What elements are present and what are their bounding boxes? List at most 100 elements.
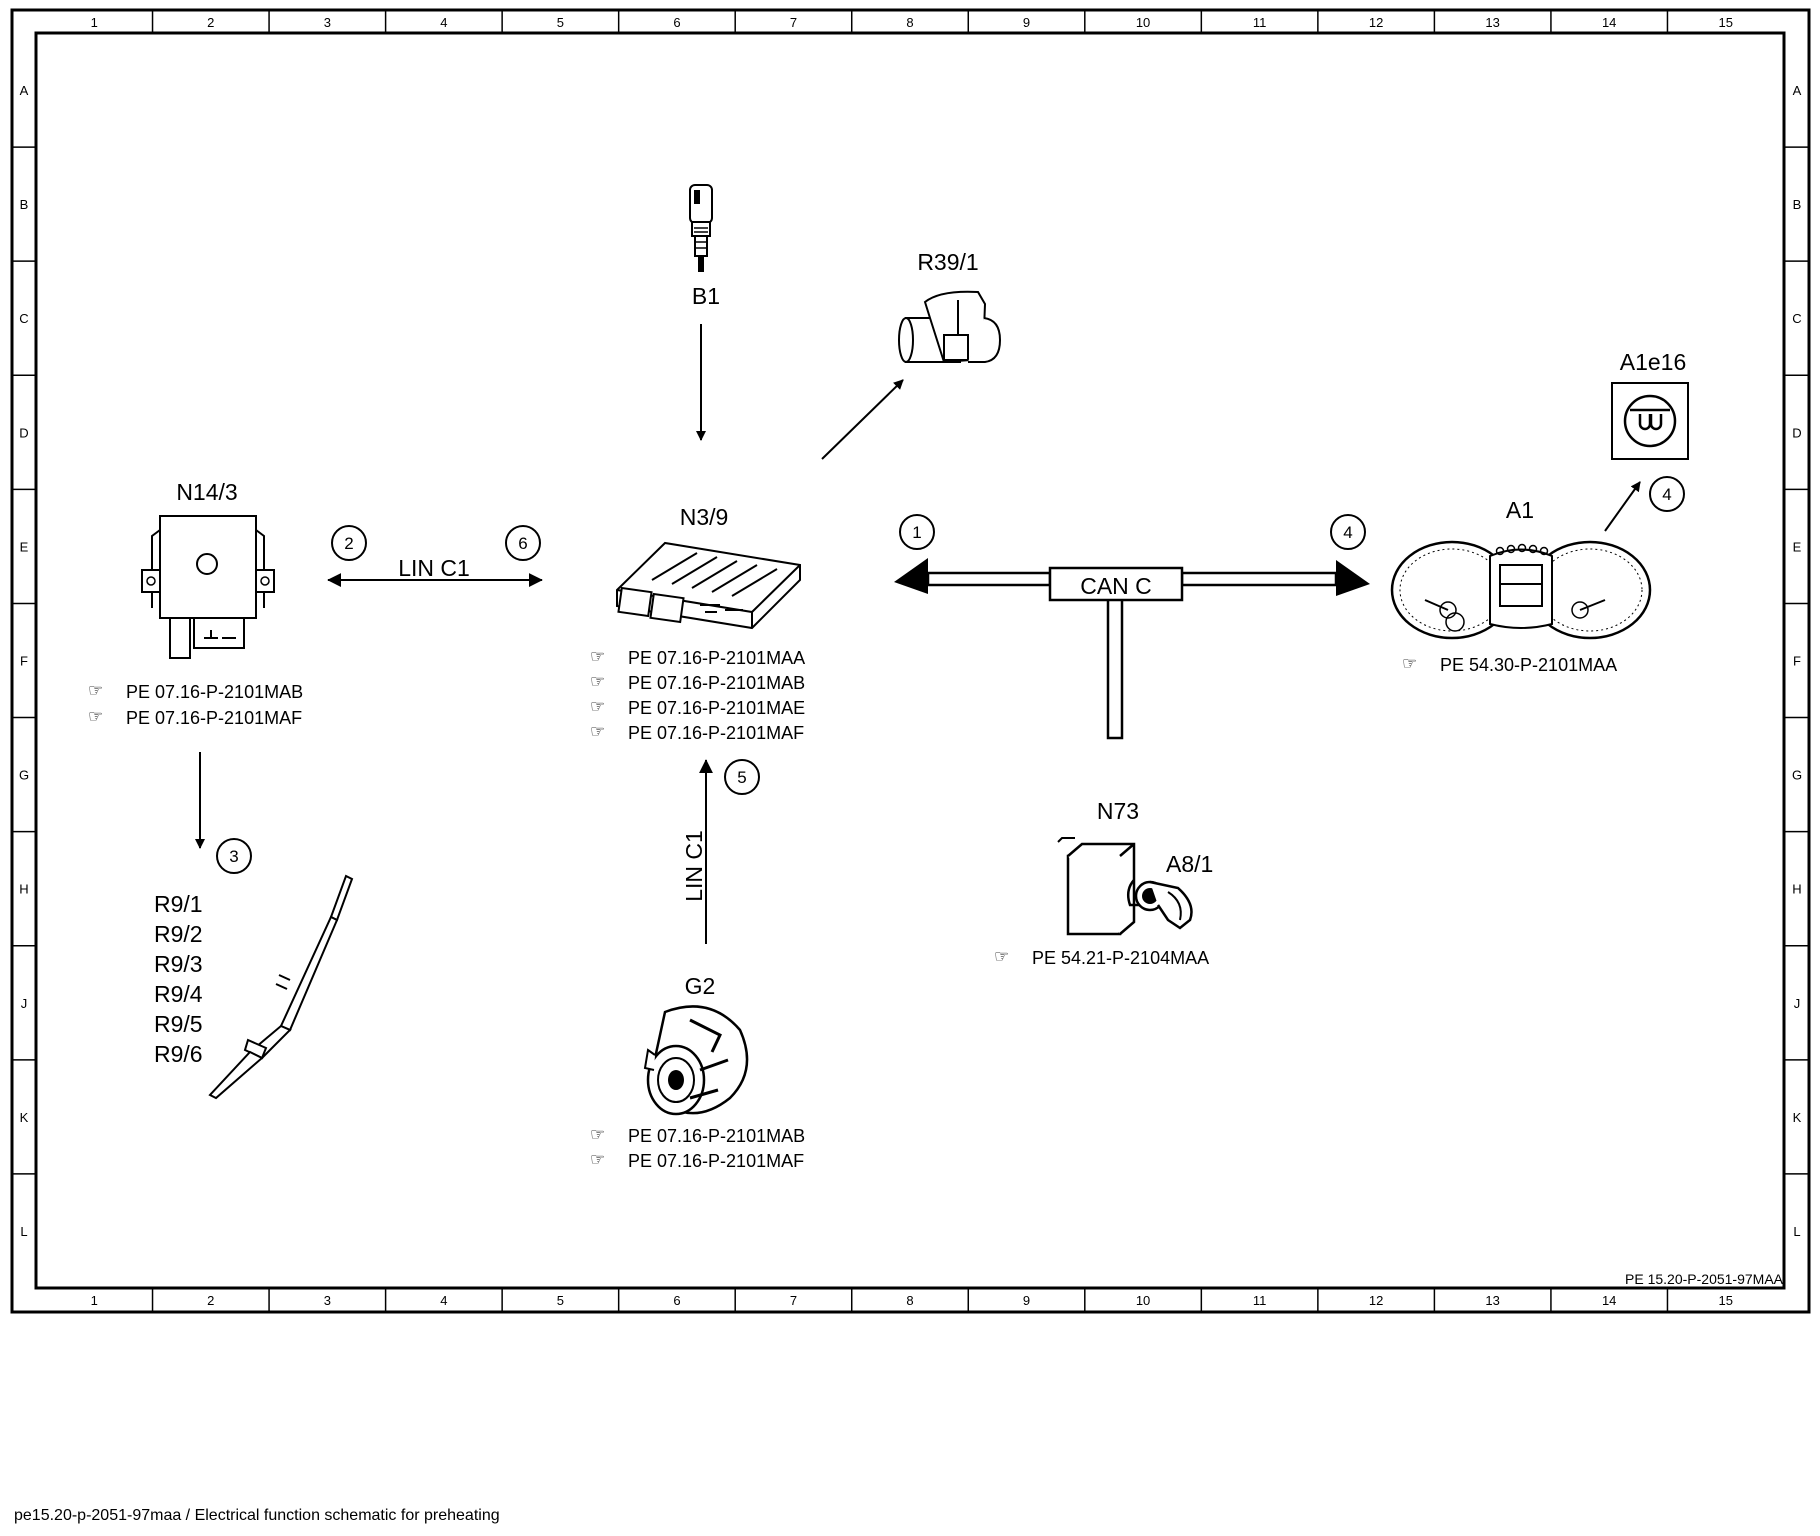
reference-icon: ☞ bbox=[590, 1150, 605, 1169]
b1-label: B1 bbox=[692, 283, 720, 309]
grid-row-label: G bbox=[19, 768, 29, 783]
glow-plug-icon bbox=[208, 874, 354, 1100]
grid-col-label: 5 bbox=[557, 15, 564, 30]
preglow-indicator-a1e16-icon bbox=[1611, 382, 1689, 460]
grid-col-label: 10 bbox=[1136, 1293, 1150, 1308]
svg-text:R9/2: R9/2 bbox=[154, 921, 203, 947]
grid-row-label: G bbox=[1792, 768, 1802, 783]
svg-text:PE 07.16-P-2101MAB: PE 07.16-P-2101MAB bbox=[628, 673, 805, 693]
n73-label: N73 bbox=[1097, 798, 1139, 824]
svg-text:1: 1 bbox=[912, 523, 921, 542]
instrument-cluster-a1-icon bbox=[1390, 540, 1652, 640]
a1e16-label: A1e16 bbox=[1620, 349, 1687, 375]
heater-element-r39-1-icon bbox=[898, 290, 1002, 364]
n14-3-label: N14/3 bbox=[176, 479, 237, 505]
reference-icon: ☞ bbox=[590, 647, 605, 666]
grid-col-label: 6 bbox=[673, 1293, 680, 1308]
svg-text:PE 07.16-P-2101MAA: PE 07.16-P-2101MAA bbox=[628, 648, 805, 668]
grid-col-label: 8 bbox=[906, 1293, 913, 1308]
inner-frame bbox=[34, 31, 1786, 1290]
grid-row-label: C bbox=[19, 311, 28, 326]
a1-label: A1 bbox=[1506, 497, 1534, 523]
reference-icon: ☞ bbox=[590, 1125, 605, 1144]
figure-caption: pe15.20-p-2051-97maa / Electrical functi… bbox=[14, 1507, 500, 1524]
grid-col-label: 12 bbox=[1369, 15, 1383, 30]
n3-9-to-r39-1-arrow bbox=[821, 379, 904, 460]
grid-row-label: K bbox=[1793, 1110, 1802, 1125]
grid-row-label: E bbox=[1793, 539, 1802, 554]
grid-row-label: B bbox=[20, 197, 29, 212]
grid-col-label: 7 bbox=[790, 1293, 797, 1308]
grid-row-label: F bbox=[20, 654, 28, 669]
grid-row-label: B bbox=[1793, 197, 1802, 212]
grid-col-label: 11 bbox=[1253, 15, 1267, 30]
svg-text:4: 4 bbox=[1343, 523, 1352, 542]
svg-text:R9/6: R9/6 bbox=[154, 1041, 203, 1067]
signal-1: 1 bbox=[899, 514, 935, 550]
grid-row-label: D bbox=[1792, 425, 1801, 440]
grid-col-label: 14 bbox=[1602, 15, 1616, 30]
grid-col-label: 3 bbox=[324, 1293, 331, 1308]
reference-icon: ☞ bbox=[994, 947, 1009, 966]
g2-refs: ☞ PE 07.16-P-2101MAB ☞ PE 07.16-P-2101MA… bbox=[590, 1125, 805, 1171]
lin-c1-vertical-label: LIN C1 bbox=[681, 830, 707, 902]
svg-text:PE 07.16-P-2101MAB: PE 07.16-P-2101MAB bbox=[126, 682, 303, 702]
n73-refs: ☞ PE 54.21-P-2104MAA bbox=[994, 947, 1209, 968]
grid-row-label: C bbox=[1792, 311, 1801, 326]
grid-row-label: A bbox=[20, 83, 29, 98]
reference-icon: ☞ bbox=[590, 697, 605, 716]
temperature-sensor-b1-icon bbox=[689, 184, 713, 272]
g2-label: G2 bbox=[685, 973, 716, 999]
grid-col-label: 15 bbox=[1718, 1293, 1732, 1308]
reference-icon: ☞ bbox=[1402, 654, 1417, 673]
can-c-label: CAN C bbox=[1080, 573, 1152, 599]
svg-text:PE 07.16-P-2101MAE: PE 07.16-P-2101MAE bbox=[628, 698, 805, 718]
n14-3-refs: ☞ PE 07.16-P-2101MAB ☞ PE 07.16-P-2101MA… bbox=[88, 681, 303, 728]
grid-row-label: H bbox=[1792, 882, 1801, 897]
grid-row-label: E bbox=[20, 539, 29, 554]
grid-col-label: 2 bbox=[207, 1293, 214, 1308]
svg-text:PE 07.16-P-2101MAF: PE 07.16-P-2101MAF bbox=[126, 708, 302, 728]
signal-4: 4 bbox=[1330, 514, 1366, 550]
svg-text:PE 07.16-P-2101MAF: PE 07.16-P-2101MAF bbox=[628, 1151, 804, 1171]
alternator-g2-icon bbox=[643, 1005, 749, 1116]
grid-col-label: 1 bbox=[91, 15, 98, 30]
grid-col-label: 9 bbox=[1023, 15, 1030, 30]
svg-text:4: 4 bbox=[1662, 485, 1671, 504]
r9-labels: R9/1 R9/2 R9/3 R9/4 R9/5 R9/6 bbox=[154, 891, 203, 1067]
grid-row-label: L bbox=[1793, 1224, 1800, 1239]
schematic-sheet: 1122334455667788991010111112121313141415… bbox=[10, 8, 1811, 1314]
reference-icon: ☞ bbox=[590, 672, 605, 691]
svg-text:R9/4: R9/4 bbox=[154, 981, 203, 1007]
a8-1-label: A8/1 bbox=[1166, 851, 1213, 877]
ignition-switch-n73-icon bbox=[1057, 837, 1193, 936]
a1-refs: ☞ PE 54.30-P-2101MAA bbox=[1402, 654, 1617, 675]
svg-text:R9/1: R9/1 bbox=[154, 891, 203, 917]
svg-text:R9/5: R9/5 bbox=[154, 1011, 203, 1037]
n3-9-label: N3/9 bbox=[680, 504, 729, 530]
grid-row-label: D bbox=[19, 425, 28, 440]
grid-col-label: 7 bbox=[790, 15, 797, 30]
svg-text:6: 6 bbox=[518, 534, 527, 553]
grid-col-label: 4 bbox=[440, 15, 447, 30]
reference-icon: ☞ bbox=[590, 722, 605, 741]
grid-col-label: 10 bbox=[1136, 15, 1150, 30]
grid-row-label: A bbox=[1793, 83, 1802, 98]
n3-9-refs: ☞ PE 07.16-P-2101MAA ☞ PE 07.16-P-2101MA… bbox=[590, 647, 805, 743]
grid-row-label: F bbox=[1793, 654, 1801, 669]
r39-1-label: R39/1 bbox=[917, 249, 978, 275]
svg-text:2: 2 bbox=[344, 534, 353, 553]
outer-frame bbox=[10, 8, 1811, 1314]
grid-row-label: L bbox=[20, 1224, 27, 1239]
glow-output-stage-n14-3-icon bbox=[141, 515, 275, 659]
svg-text:PE 07.16-P-2101MAB: PE 07.16-P-2101MAB bbox=[628, 1126, 805, 1146]
grid-row-label: J bbox=[21, 996, 28, 1011]
grid-col-label: 14 bbox=[1602, 1293, 1616, 1308]
can-c-bus: CAN C bbox=[894, 558, 1370, 740]
signal-5: 5 bbox=[724, 759, 760, 795]
grid-col-label: 1 bbox=[91, 1293, 98, 1308]
grid-col-label: 13 bbox=[1485, 1293, 1499, 1308]
signal-2: 2 bbox=[331, 525, 367, 561]
signal-4b: 4 bbox=[1649, 476, 1685, 512]
lin-c1-horizontal-label: LIN C1 bbox=[398, 555, 470, 581]
